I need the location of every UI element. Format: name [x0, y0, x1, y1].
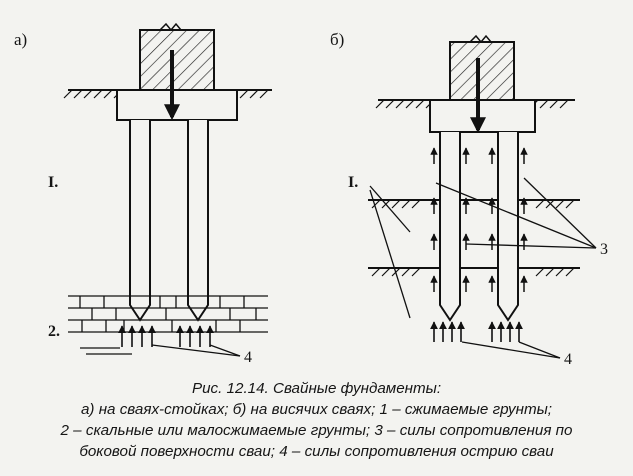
leader-lines-1-b — [369, 185, 411, 319]
layer-1-label-b: I. — [348, 174, 358, 191]
layer-2-label-a: 2. — [48, 323, 60, 340]
layer-boundary-lower-b — [368, 267, 580, 277]
layer-1-label-a: I. — [48, 174, 58, 191]
pile-b-right — [497, 132, 519, 322]
panel-b-diagram: б) — [330, 30, 608, 368]
panel-a-diagram: а) I. — [14, 22, 272, 366]
panel-a-label: а) — [14, 30, 27, 49]
pile-cap-a — [116, 89, 238, 121]
label-3: 3 — [600, 241, 608, 258]
side-resistance-arrows-b — [430, 147, 528, 292]
caption-title: Рис. 12.14. Свайные фундаменты: — [191, 380, 442, 397]
pile-cap-b — [429, 99, 536, 133]
caption-line-2: 2 – скальные или малосжимаемые грунты; 3… — [60, 422, 573, 439]
tip-resistance-arrows-a — [118, 325, 214, 347]
label-4-b: 4 — [564, 351, 572, 368]
column-a — [139, 22, 215, 91]
leader-lines-4-b — [461, 341, 561, 359]
panel-b-label: б) — [330, 30, 344, 49]
figure-caption: Рис. 12.14. Свайные фундаменты: а) на св… — [0, 378, 633, 462]
caption-line-1: а) на сваях-стойках; б) на висячих сваях… — [80, 401, 553, 418]
column-b — [449, 34, 515, 101]
pile-a-right — [187, 120, 209, 322]
leader-lines-3-b — [435, 177, 597, 249]
pile-a-left — [129, 120, 151, 322]
leader-lines-4-a — [151, 344, 241, 357]
caption-line-3: боковой поверхности сваи; 4 – силы сопро… — [79, 443, 554, 460]
tip-resistance-arrows-b — [430, 321, 523, 342]
label-4-a: 4 — [244, 349, 252, 366]
pile-b-left — [439, 132, 461, 322]
rock-layer-a — [68, 295, 268, 355]
